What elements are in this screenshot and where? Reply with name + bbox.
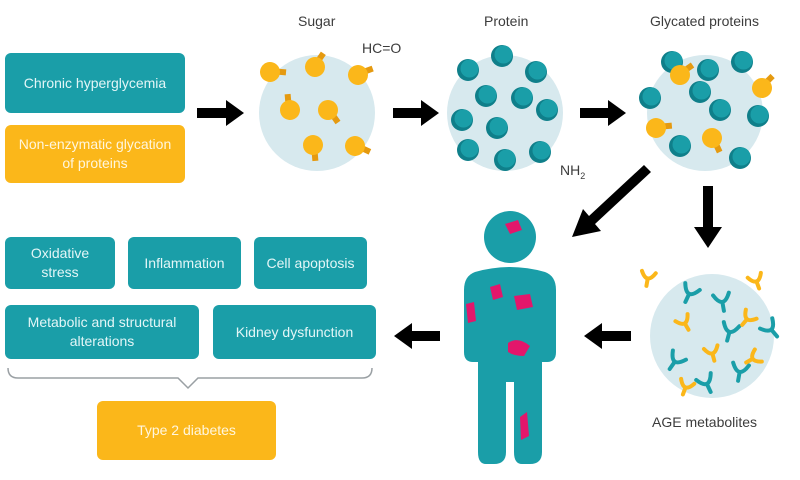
label-hc-o: HC=O bbox=[362, 40, 402, 56]
arrow-human-to-consequences bbox=[394, 323, 440, 349]
arrow-sugar-to-protein bbox=[393, 100, 439, 126]
protein-bubble bbox=[447, 55, 563, 171]
box-chronic-hyperglycemia: Chronic hyperglycemia bbox=[5, 53, 185, 113]
label-age-metabolites: AGE metabolites bbox=[652, 414, 758, 430]
label-sugar: Sugar bbox=[298, 13, 336, 29]
box-cell-apoptosis: Cell apoptosis bbox=[254, 237, 367, 289]
age-bubble bbox=[650, 274, 774, 398]
label-nh2-sub: 2 bbox=[580, 170, 586, 181]
box-non-enzymatic-glycation: Non-enzymatic glycation of proteins bbox=[5, 125, 185, 183]
arrow-age-to-human bbox=[584, 323, 631, 349]
label-nh2: NH2 bbox=[560, 162, 585, 181]
arrow-glycated-to-age bbox=[694, 186, 722, 248]
box-kidney-dysfunction: Kidney dysfunction bbox=[213, 305, 376, 359]
box-type2-diabetes: Type 2 diabetes bbox=[97, 401, 276, 460]
arrow-glycated-to-human bbox=[572, 165, 651, 237]
arrow-protein-to-glycated bbox=[580, 100, 626, 126]
box-oxidative-stress: Oxidative stress bbox=[5, 237, 115, 289]
arrows bbox=[197, 100, 722, 349]
brace bbox=[7, 367, 373, 390]
label-protein: Protein bbox=[484, 13, 529, 29]
human-figure-icon bbox=[464, 211, 556, 464]
arrow-inputs-to-sugar bbox=[197, 100, 244, 126]
label-glycated-proteins: Glycated proteins bbox=[650, 13, 759, 29]
box-metabolic-structural: Metabolic and structural alterations bbox=[5, 305, 199, 359]
box-inflammation: Inflammation bbox=[128, 237, 241, 289]
label-nh2-base: NH bbox=[560, 162, 581, 178]
